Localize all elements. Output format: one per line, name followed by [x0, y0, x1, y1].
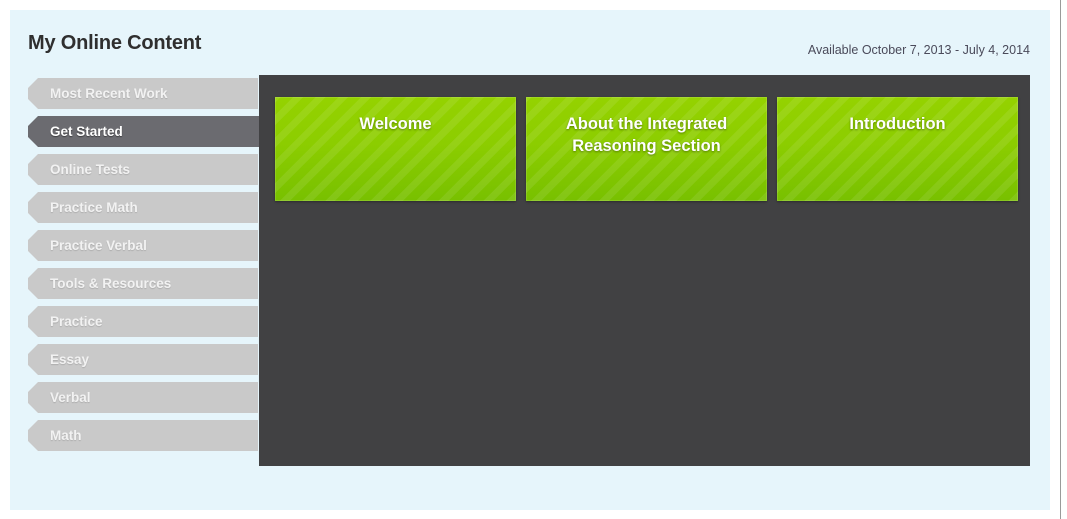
- sidebar-item-shape: [28, 230, 258, 261]
- sidebar-item-shape: [28, 268, 258, 299]
- page-title: My Online Content: [28, 32, 202, 54]
- sidebar-item-shape: [28, 344, 258, 375]
- content-card-about-the-integrated-reasoning-section[interactable]: About the Integrated Reasoning Section: [526, 97, 767, 201]
- sidebar-item-most-recent-work[interactable]: Most Recent Work: [28, 78, 298, 109]
- availability-text: Available October 7, 2013 - July 4, 2014: [807, 43, 1030, 57]
- content-card-welcome[interactable]: Welcome: [275, 97, 516, 201]
- content-card-title: Introduction: [849, 115, 946, 133]
- sidebar-item-shape: [28, 306, 258, 337]
- sidebar-item-shape: [28, 78, 258, 109]
- sidebar-item-tools-and-resources[interactable]: Tools & Resources: [28, 268, 298, 299]
- sidebar-item-shape: [28, 192, 258, 223]
- sidebar-item-essay[interactable]: Essay: [28, 344, 298, 375]
- sidebar-item-online-tests[interactable]: Online Tests: [28, 154, 298, 185]
- page-panel: My Online Content Available October 7, 2…: [10, 10, 1050, 510]
- sidebar-item-practice-math[interactable]: Practice Math: [28, 192, 298, 223]
- card-strip: Welcome About the Integrated Reasoning Se…: [275, 97, 1018, 201]
- sidebar-item-practice-verbal[interactable]: Practice Verbal: [28, 230, 298, 261]
- sidebar-item-verbal[interactable]: Verbal: [28, 382, 298, 413]
- window-right-border: [1060, 0, 1061, 519]
- sidebar-item-shape: [28, 116, 287, 147]
- sidebar-item-math[interactable]: Math: [28, 420, 298, 451]
- sidebar-item-get-started[interactable]: Get Started: [28, 116, 298, 147]
- sidebar-item-practice[interactable]: Practice: [28, 306, 298, 337]
- sidebar-item-shape: [28, 382, 258, 413]
- sidebar-item-shape: [28, 420, 258, 451]
- content-card-title: Welcome: [359, 115, 432, 133]
- content-panel: Welcome About the Integrated Reasoning Se…: [259, 75, 1030, 466]
- content-card-introduction[interactable]: Introduction: [777, 97, 1018, 201]
- sidebar-item-shape: [28, 154, 258, 185]
- content-card-title: About the Integrated Reasoning Section: [565, 115, 728, 155]
